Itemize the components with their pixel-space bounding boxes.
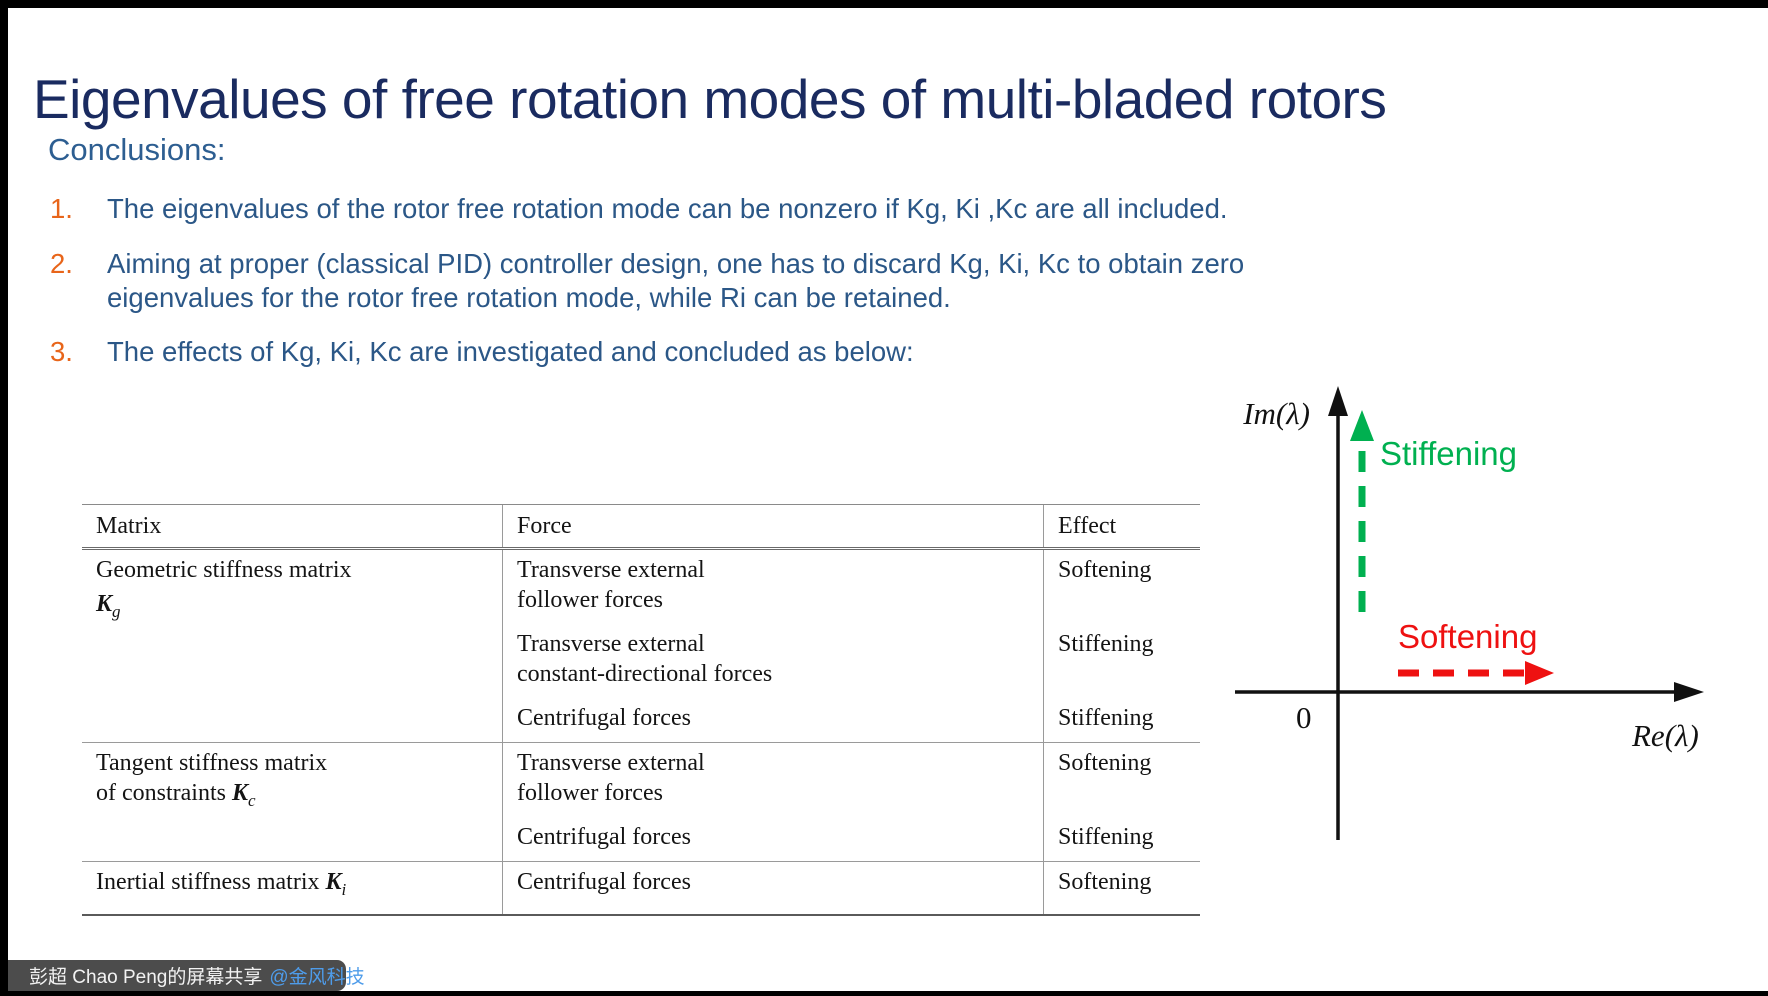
re-axis-label: Re(λ)	[1632, 718, 1699, 753]
table-header-row: Matrix Force Effect	[82, 504, 1200, 550]
im-axis-label: Im(λ)	[1243, 396, 1310, 431]
origin-label: 0	[1296, 700, 1312, 735]
effect-cell: Stiffening	[1043, 817, 1200, 862]
effect-cell: Softening	[1043, 548, 1200, 624]
left-border	[0, 0, 8, 996]
bullet-2: 2. Aiming at proper (classical PID) cont…	[50, 247, 1375, 315]
bullet-text: The effects of Kg, Ki, Kc are investigat…	[107, 336, 914, 367]
table-row: Inertial stiffness matrix Ki Centrifugal…	[82, 861, 1200, 915]
diagram-canvas	[1235, 386, 1704, 840]
softening-label: Softening	[1398, 618, 1538, 655]
force-cell: Transverse external follower forces	[502, 742, 1044, 817]
screen-share-status-badge: 彭超 Chao Peng的屏幕共享 @金风科技	[8, 960, 365, 991]
softening-arrowhead-icon	[1525, 661, 1554, 685]
im-axis-arrowhead-icon	[1328, 386, 1348, 416]
table-row: Centrifugal forces Stiffening	[82, 698, 1200, 743]
bullet-number: 3.	[50, 336, 73, 367]
matrix-symbol: K	[231, 780, 248, 806]
table-row: Transverse external constant-directional…	[82, 624, 1200, 698]
bullet-3: 3. The effects of Kg, Ki, Kc are investi…	[50, 335, 1375, 369]
matrix-symbol-subscript: i	[341, 880, 347, 899]
col-header-force: Force	[502, 504, 1044, 550]
bullet-number: 1.	[50, 193, 73, 224]
effects-table: Matrix Force Effect Geometric stiffness …	[82, 504, 1200, 916]
force-cell: Centrifugal forces	[502, 861, 1044, 915]
stiffening-arrowhead-icon	[1350, 410, 1374, 441]
screen-share-text: 彭超 Chao Peng的屏幕共享	[29, 967, 263, 988]
slide-title: Eigenvalues of free rotation modes of mu…	[33, 67, 1387, 130]
stiffening-label: Stiffening	[1380, 435, 1517, 472]
force-cell: Centrifugal forces	[502, 817, 1044, 862]
effect-cell: Softening	[1043, 861, 1200, 915]
effect-cell: Stiffening	[1043, 698, 1200, 743]
top-border	[0, 0, 1768, 8]
matrix-symbol-subscript: c	[248, 791, 256, 810]
force-cell: Transverse external constant-directional…	[502, 624, 1044, 698]
re-axis-arrowhead-icon	[1674, 682, 1704, 702]
col-header-matrix: Matrix	[82, 504, 503, 550]
bullet-text: The eigenvalues of the rotor free rotati…	[107, 193, 1228, 224]
table-row: Centrifugal forces Stiffening	[82, 817, 1200, 862]
matrix-cell-kc: Tangent stiffness matrix of constraints …	[82, 742, 503, 862]
bullet-number: 2.	[50, 248, 73, 279]
matrix-symbol-subscript: g	[112, 602, 121, 621]
force-cell: Centrifugal forces	[502, 698, 1044, 743]
conclusions-heading: Conclusions:	[48, 132, 226, 167]
bullet-text: Aiming at proper (classical PID) control…	[107, 248, 1245, 313]
matrix-cell-ki: Inertial stiffness matrix Ki	[82, 861, 503, 915]
table-row: Tangent stiffness matrix of constraints …	[82, 742, 1200, 862]
matrix-symbol: K	[96, 591, 113, 617]
col-header-effect: Effect	[1043, 504, 1200, 550]
effect-cell: Stiffening	[1043, 624, 1200, 698]
bullet-1: 1. The eigenvalues of the rotor free rot…	[50, 192, 1375, 226]
mention-link[interactable]: @金风科技	[269, 967, 365, 988]
matrix-cell-kg: Geometric stiffness matrix Kg	[82, 548, 503, 743]
effect-cell: Softening	[1043, 742, 1200, 817]
matrix-symbol: K	[325, 869, 342, 895]
force-cell: Transverse external follower forces	[502, 548, 1044, 624]
bottom-border	[0, 991, 1768, 996]
table-row: Geometric stiffness matrix Kg Transverse…	[82, 548, 1200, 743]
eigenvalue-plane-diagram: Im(λ) 0 Re(λ) Stiffening Softening	[1080, 340, 1768, 860]
